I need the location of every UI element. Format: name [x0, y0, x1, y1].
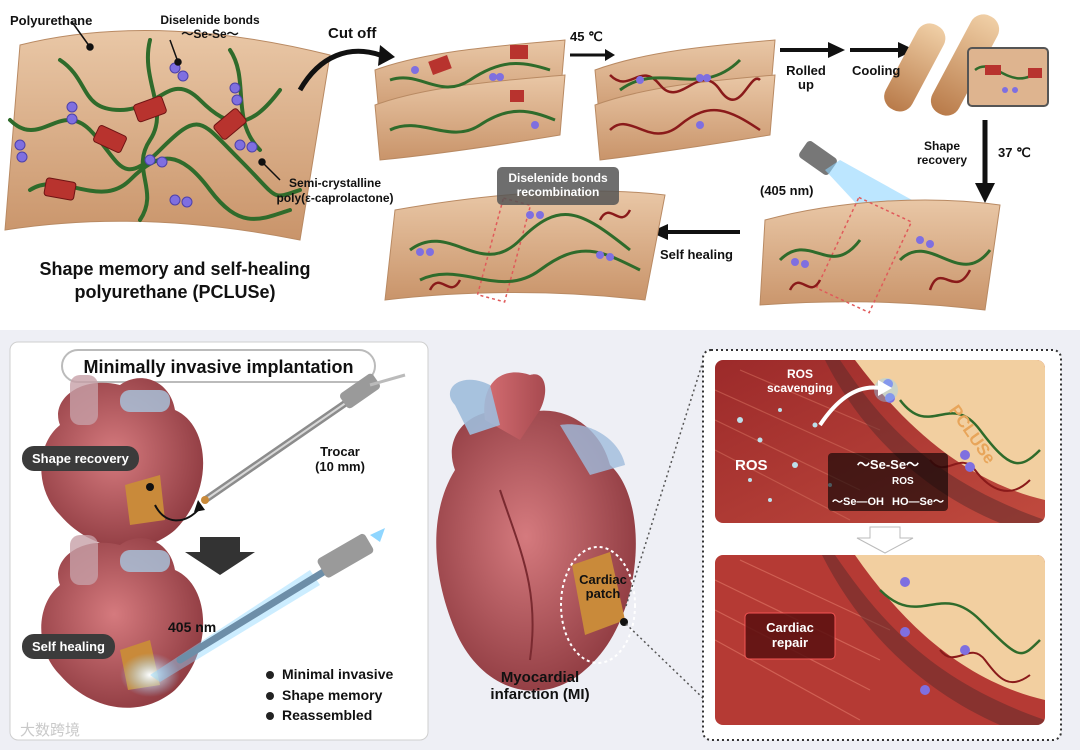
feature-shape-memory: Shape memory [282, 687, 383, 703]
ros-scavenging-scene [715, 360, 1045, 523]
label-cut-off: Cut off [328, 25, 377, 42]
diselenide-beads-large [14, 62, 258, 208]
healing-film [759, 196, 1001, 314]
trocar-label-2: (10 mm) [315, 459, 365, 474]
label-rolled-up-2: up [798, 77, 814, 92]
label-rolled-up-1: Rolled [786, 63, 826, 78]
cut-films [374, 39, 566, 161]
label-cooling: Cooling [852, 63, 901, 78]
label-semicrystalline: Semi-crystalline [288, 176, 382, 190]
ros-scavenging-2: scavenging [766, 381, 834, 395]
feature-minimal-invasive: Minimal invasive [282, 666, 394, 682]
label-self-healing-top: Self healing [660, 247, 733, 262]
heart-main [436, 372, 636, 691]
se-oh-label: 〜Se—OH [832, 496, 884, 508]
trocar-lower [150, 528, 385, 682]
recombination-box [497, 167, 619, 205]
mi-label-2: infarction (MI) [490, 686, 590, 703]
top-illustration [4, 14, 1049, 314]
se-se-label: 〜Se-Se〜 [856, 457, 920, 472]
label-se-se-top: 〜Se-Se〜 [181, 27, 239, 41]
implantation-title: Minimally invasive implantation [83, 357, 354, 377]
label-shape-recovery-2: recovery [916, 153, 968, 167]
shape-recovery-pill: Shape recovery [22, 446, 139, 471]
label-405nm-top: (405 nm) [760, 183, 814, 198]
bottom-section: Minimally invasive implantation Shape re… [0, 330, 1080, 750]
label-405nm-bottom: 405 nm [168, 619, 217, 635]
ho-se-label: HO—Se〜 [892, 496, 944, 508]
label-pcl: poly(ε-caprolactone) [276, 191, 394, 205]
cardiac-repair-2: repair [771, 635, 809, 650]
label-37c: 37 ℃ [998, 145, 1031, 160]
cardiac-repair-scene [715, 555, 1045, 725]
cardiac-patch-label-2: patch [585, 586, 621, 601]
label-45c: 45 ℃ [570, 29, 603, 44]
top-title-line2: polyurethane (PCLUSe) [74, 282, 276, 302]
cut-off-arrow [297, 48, 381, 92]
watermark: 大数跨境 [20, 721, 81, 739]
healed-film [384, 190, 666, 303]
label-diselenide-bonds: Diselenide bonds [160, 13, 260, 27]
self-healing-pill: Self healing [22, 634, 115, 659]
cardiac-patch-label-1: Cardiac [579, 572, 627, 587]
feature-bullets [266, 671, 274, 720]
rolled-films [884, 14, 1049, 116]
label-polyurethane: Polyurethane [10, 13, 93, 28]
top-section: Polyurethane Diselenide bonds 〜Se-Se〜 Se… [0, 0, 1080, 330]
heated-films [594, 39, 776, 161]
heart-lower [41, 535, 204, 708]
label-recombination-1: Diselenide bonds [508, 171, 608, 185]
trocar-upper [201, 373, 406, 504]
label-shape-recovery-1: Shape [923, 139, 960, 153]
crystal-domains-large [43, 95, 247, 201]
top-title-line1: Shape memory and self-healing [39, 259, 311, 279]
cardiac-repair-1: Cardiac [766, 620, 814, 635]
ros-small-label: ROS [892, 476, 914, 487]
bottom-illustration [9, 341, 1062, 741]
feature-reassembled: Reassembled [282, 707, 373, 723]
trocar-label-1: Trocar [320, 444, 360, 459]
label-recombination-2: recombination [516, 185, 600, 199]
ros-label: ROS [735, 457, 768, 474]
ros-scavenging-1: ROS [786, 367, 813, 381]
polyurethane-film [4, 30, 331, 241]
mi-label-1: Myocardial [500, 669, 580, 686]
